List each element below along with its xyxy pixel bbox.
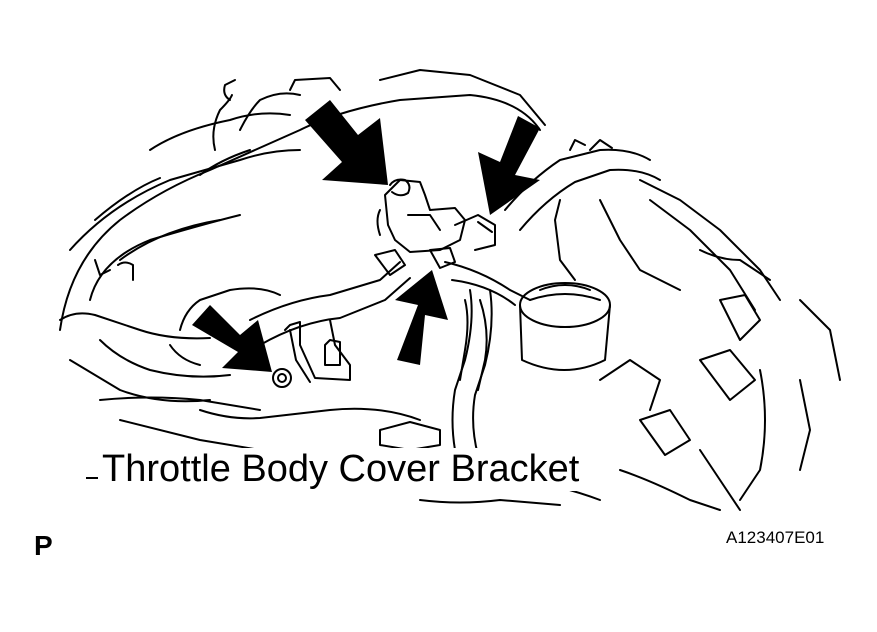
callout-leader (86, 477, 100, 479)
intake-manifold (59, 69, 546, 470)
reservoir-cap (519, 282, 611, 371)
arrow-upper-right (478, 116, 540, 215)
wire-harness (504, 139, 781, 511)
arrow-upper-left (305, 100, 388, 185)
view-letter: P (34, 530, 53, 561)
corrugated-tube (379, 289, 493, 456)
arrow-center (395, 270, 448, 365)
figure-id: A123407E01 (726, 528, 825, 547)
vsv-assembly (376, 178, 496, 253)
arrow-lower-left (192, 305, 272, 372)
bracket-callout-label: Throttle Body Cover Bracket (98, 448, 584, 491)
throttle-body-cover-bracket (272, 319, 351, 388)
vacuum-hoses (249, 247, 531, 391)
